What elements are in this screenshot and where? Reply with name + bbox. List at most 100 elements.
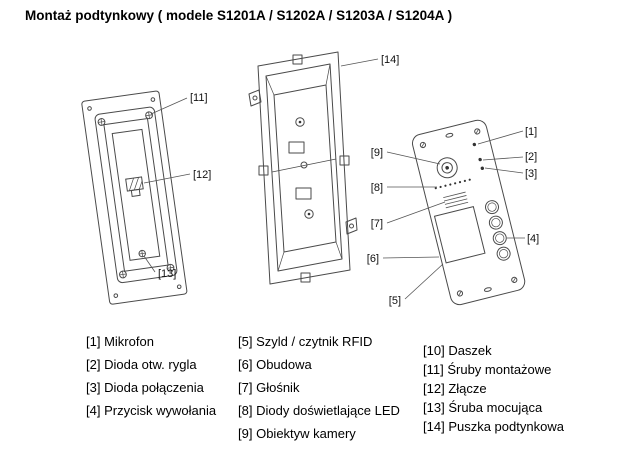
callout-leader-12 (143, 173, 191, 184)
legend-item-number: [7] (238, 380, 253, 395)
legend-item-number: [3] (86, 380, 101, 395)
callout-leader-6 (382, 256, 440, 259)
legend-item: [2] Dioda otw. rygla (86, 357, 216, 372)
box-mid-rail (271, 158, 337, 173)
callout-label-14: [14] (381, 54, 399, 66)
frame-opening (111, 128, 161, 261)
legend-item: [10] Daszek (423, 343, 564, 358)
legend-item: [4] Przycisk wywołania (86, 403, 216, 418)
rfid-window (433, 206, 486, 264)
cable-hole-icon (300, 161, 308, 169)
corner-screw-icon (456, 290, 464, 297)
legend-item: [14] Puszka podtynkowa (423, 419, 564, 434)
legend-item-number: [12] (423, 381, 445, 396)
callout-leader-2 (482, 156, 524, 161)
call-button-icon (496, 246, 511, 261)
legend-column-1: [1] Mikrofon [2] Dioda otw. rygla [3] Di… (86, 334, 216, 418)
legend-item-number: [4] (86, 403, 101, 418)
connector-icon (125, 176, 144, 197)
call-button-icon (492, 231, 507, 246)
legend-item-number: [9] (238, 426, 253, 441)
fixing-screw-icon (138, 249, 146, 258)
legend-item-label: Diody doświetlające LED (256, 403, 400, 418)
callout-label-13: [13] (158, 268, 176, 280)
call-button-icon (485, 200, 500, 215)
legend-item-label: Dioda połączenia (104, 380, 204, 395)
legend-item-label: Puszka podtynkowa (448, 419, 564, 434)
corner-screw-icon (474, 128, 481, 135)
mounting-screw-icon (166, 263, 175, 272)
legend-item-label: Śruba mocująca (448, 400, 543, 415)
callout-label-5: [5] (389, 295, 401, 307)
legend-item-label: Obiektyw kamery (256, 426, 356, 441)
figure-front-panel (411, 119, 526, 306)
callout-label-9: [9] (371, 147, 383, 159)
legend-item: [9] Obiektyw kamery (238, 426, 400, 441)
callout-leader-7 (386, 201, 446, 224)
callout-label-1: [1] (525, 126, 537, 138)
screw-boss-icon (295, 117, 305, 127)
legend-item-number: [11] (423, 362, 444, 377)
legend-item-label: Szyld / czytnik RFID (256, 334, 373, 349)
rim-tab-icon (258, 165, 269, 176)
callout-leader-9 (386, 151, 441, 165)
mounting-frame-outer (94, 106, 178, 284)
oval-slot-icon (483, 287, 492, 292)
legend-item-number: [14] (423, 419, 445, 434)
legend-item: [3] Dioda połączenia (86, 380, 216, 395)
callout-label-8: [8] (371, 182, 383, 194)
mounting-ear-icon (248, 89, 262, 107)
callout-label-6: [6] (367, 253, 379, 265)
legend-item: [12] Złącze (423, 381, 564, 396)
rim-tab-icon (292, 54, 303, 65)
figure-mounting-frame (81, 90, 188, 305)
corner-screw-icon (511, 276, 518, 283)
front-panel-plate (411, 119, 526, 306)
legend-item: [1] Mikrofon (86, 334, 216, 349)
legend-item: [7] Głośnik (238, 380, 400, 395)
legend-item-label: Przycisk wywołania (104, 403, 217, 418)
speaker-grille-icon (443, 191, 469, 209)
legend-column-3: [10] Daszek [11] Śruby montażowe [12] Zł… (423, 343, 564, 434)
legend-item: [8] Diody doświetlające LED (238, 403, 400, 418)
callout-label-12: [12] (193, 169, 211, 181)
legend-item-number: [13] (423, 400, 445, 415)
mounting-frame-inner (103, 117, 169, 272)
oval-slot-icon (445, 132, 454, 138)
figure-flush-box (248, 51, 358, 285)
legend-item-number: [10] (423, 343, 445, 358)
legend-item: [6] Obudowa (238, 357, 400, 372)
callout-leader-5 (404, 263, 444, 300)
callout-leader-14 (340, 58, 379, 67)
rim-tab-icon (339, 155, 350, 166)
microphone-hole-icon (472, 142, 477, 147)
legend-item-number: [8] (238, 403, 253, 418)
callout-leader-3 (484, 167, 524, 174)
legend-column-2: [5] Szyld / czytnik RFID [6] Obudowa [7]… (238, 334, 400, 441)
call-button-icon (488, 215, 503, 230)
legend-item-number: [6] (238, 357, 253, 372)
legend-item-label: Głośnik (256, 380, 300, 395)
legend-item-label: Obudowa (256, 357, 312, 372)
legend-item-label: Złącze (448, 381, 487, 396)
legend-item-label: Mikrofon (104, 334, 154, 349)
legend-item-number: [2] (86, 357, 101, 372)
mounting-screw-icon (119, 270, 127, 279)
callout-label-4: [4] (527, 233, 539, 245)
status-led-icon (478, 157, 482, 162)
legend-item: [5] Szyld / czytnik RFID (238, 334, 400, 349)
legend-item-label: Śruby montażowe (447, 362, 552, 377)
callout-leader-1 (477, 130, 524, 145)
legend-item-label: Daszek (448, 343, 492, 358)
legend-item-number: [1] (86, 334, 101, 349)
screw-boss-icon (304, 209, 314, 219)
led-illumination-row-icon (434, 178, 471, 190)
callout-label-2: [2] (525, 151, 537, 163)
callout-label-7: [7] (371, 218, 383, 230)
callout-label-11: [11] (190, 92, 208, 104)
mounting-screw-icon (145, 111, 153, 120)
callout-leader-13 (143, 255, 156, 273)
corner-screw-icon (419, 141, 427, 149)
